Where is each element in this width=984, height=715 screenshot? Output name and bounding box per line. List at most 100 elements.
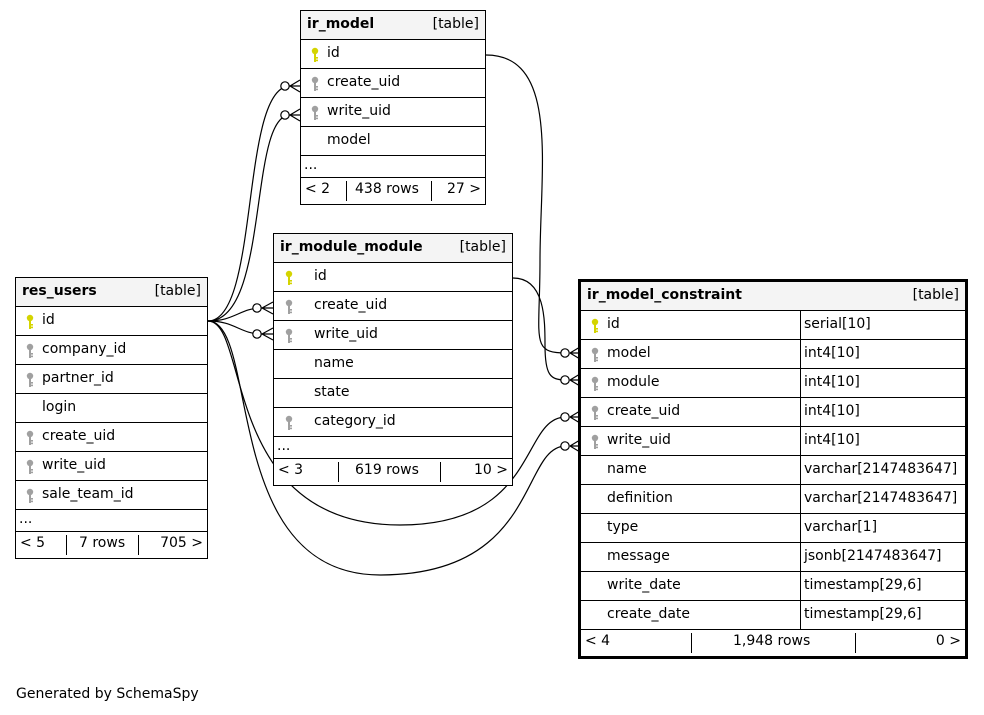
table-footer: < 2 438 rows 27 > — [301, 178, 485, 204]
column-type: varchar[2147483647] — [804, 490, 958, 506]
column-name: name — [314, 355, 354, 371]
column-name: write_uid — [42, 457, 106, 473]
column-row-write-uid[interactable]: write_uid — [274, 321, 512, 350]
column-name: write_uid — [314, 326, 378, 342]
column-row-id[interactable]: id — [16, 307, 207, 336]
foreign-key-icon — [25, 343, 35, 359]
column-row-message[interactable]: message jsonb[2147483647] — [581, 543, 965, 572]
column-name: create_uid — [42, 428, 116, 444]
column-type: int4[10] — [804, 374, 860, 390]
column-type: int4[10] — [804, 432, 860, 448]
column-name: model — [607, 345, 651, 361]
column-name: create_uid — [607, 403, 681, 419]
column-row-name[interactable]: name — [274, 350, 512, 379]
column-row-sale-team-id[interactable]: sale_team_id — [16, 481, 207, 510]
column-row-category-id[interactable]: category_id — [274, 408, 512, 437]
foreign-key-icon — [25, 459, 35, 475]
table-name: ir_module_module — [280, 239, 423, 255]
column-row-state[interactable]: state — [274, 379, 512, 408]
column-type: timestamp[29,6] — [804, 606, 922, 622]
column-row-create-date[interactable]: create_date timestamp[29,6] — [581, 601, 965, 630]
column-row-write-uid[interactable]: write_uid int4[10] — [581, 427, 965, 456]
column-type: serial[10] — [804, 316, 871, 332]
column-row-write-uid[interactable]: write_uid — [301, 98, 485, 127]
foreign-key-icon — [310, 105, 320, 121]
table-ir-model-constraint[interactable]: ir_model_constraint [table] id serial[10]… — [578, 279, 968, 659]
column-row-create-uid[interactable]: create_uid int4[10] — [581, 398, 965, 427]
children-count[interactable]: 27 > — [447, 181, 481, 197]
foreign-key-icon — [590, 347, 600, 363]
column-row-write-uid[interactable]: write_uid — [16, 452, 207, 481]
column-name: create_date — [607, 606, 691, 622]
parents-count[interactable]: < 2 — [305, 181, 331, 197]
column-row-id[interactable]: id — [274, 263, 512, 292]
column-name: login — [42, 399, 77, 415]
table-header: res_users [table] — [16, 278, 207, 307]
column-row-partner-id[interactable]: partner_id — [16, 365, 207, 394]
column-name: module — [607, 374, 660, 390]
column-row-model[interactable]: model — [301, 127, 485, 156]
children-count[interactable]: 10 > — [474, 462, 508, 478]
column-name: model — [327, 132, 371, 148]
column-name: id — [607, 316, 620, 332]
column-row-company-id[interactable]: company_id — [16, 336, 207, 365]
more-columns: ... — [16, 510, 207, 532]
parents-count[interactable]: < 4 — [585, 633, 611, 649]
foreign-key-icon — [590, 434, 600, 450]
column-name: write_date — [607, 577, 681, 593]
column-name: id — [42, 312, 55, 328]
column-name: message — [607, 548, 670, 564]
row-count: 619 rows — [355, 462, 419, 478]
table-name: res_users — [22, 283, 97, 299]
column-type: int4[10] — [804, 403, 860, 419]
column-type: int4[10] — [804, 345, 860, 361]
column-name: name — [607, 461, 647, 477]
column-name: id — [314, 268, 327, 284]
parents-count[interactable]: < 3 — [278, 462, 304, 478]
table-name: ir_model_constraint — [587, 287, 742, 303]
column-type: jsonb[2147483647] — [804, 548, 942, 564]
primary-key-icon — [25, 314, 35, 330]
column-row-create-uid[interactable]: create_uid — [16, 423, 207, 452]
table-type: [table] — [432, 16, 479, 32]
column-name: partner_id — [42, 370, 114, 386]
primary-key-icon — [590, 318, 600, 334]
table-name: ir_model — [307, 16, 375, 32]
column-row-write-date[interactable]: write_date timestamp[29,6] — [581, 572, 965, 601]
column-row-id[interactable]: id — [301, 40, 485, 69]
column-row-login[interactable]: login — [16, 394, 207, 423]
children-count[interactable]: 705 > — [160, 535, 203, 551]
column-row-module[interactable]: module int4[10] — [581, 369, 965, 398]
table-footer: < 3 619 rows 10 > — [274, 459, 512, 485]
foreign-key-icon — [25, 488, 35, 504]
edge-res-users-constraint-create-uid — [207, 320, 567, 526]
edge-ir-model-constraint-model — [485, 54, 567, 354]
foreign-key-icon — [590, 405, 600, 421]
table-res-users[interactable]: res_users [table] id company_id partner_id… — [15, 277, 208, 559]
column-name: write_uid — [607, 432, 671, 448]
row-count: 1,948 rows — [733, 633, 811, 649]
column-type: timestamp[29,6] — [804, 577, 922, 593]
children-count[interactable]: 0 > — [935, 633, 961, 649]
column-row-model[interactable]: model int4[10] — [581, 340, 965, 369]
column-name: id — [327, 45, 340, 61]
table-footer: < 4 1,948 rows 0 > — [581, 630, 965, 656]
foreign-key-icon — [25, 430, 35, 446]
primary-key-icon — [284, 270, 294, 286]
column-name: sale_team_id — [42, 486, 134, 502]
foreign-key-icon — [284, 328, 294, 344]
column-row-create-uid[interactable]: create_uid — [301, 69, 485, 98]
column-row-create-uid[interactable]: create_uid — [274, 292, 512, 321]
parents-count[interactable]: < 5 — [20, 535, 46, 551]
table-header: ir_model_constraint [table] — [581, 282, 965, 311]
column-row-id[interactable]: id serial[10] — [581, 311, 965, 340]
column-name: create_uid — [327, 74, 401, 90]
